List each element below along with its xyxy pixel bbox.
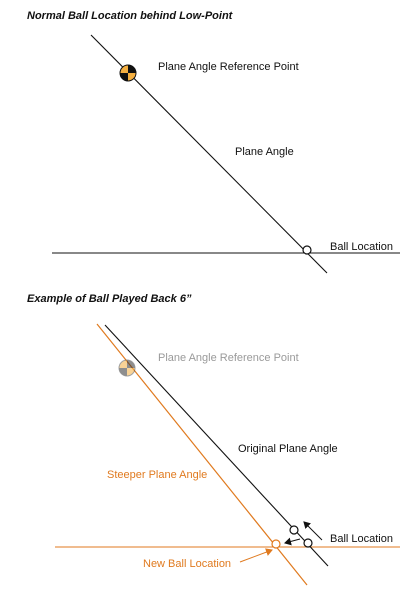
section2-reference-label: Plane Angle Reference Point [158, 352, 299, 364]
section2-original-plane-line [104, 324, 329, 567]
section2-title: Example of Ball Played Back 6” [27, 293, 192, 305]
section1-ball [302, 245, 312, 255]
section2-new-ball-arrow [284, 537, 301, 546]
section2-move-arrow [303, 521, 323, 541]
section2-new-ball-pointer [239, 548, 273, 563]
section2-original-ball-marker [289, 525, 299, 535]
section1-reference-label: Plane Angle Reference Point [158, 61, 299, 73]
section1-reference-marker [119, 64, 137, 82]
section2-reference-marker [118, 359, 136, 377]
section1-ball-location-label: Ball Location [330, 241, 393, 253]
section2-original-plane-label: Original Plane Angle [238, 443, 338, 455]
section2-new-ball-label: New Ball Location [143, 558, 231, 570]
section1-title: Normal Ball Location behind Low-Point [27, 10, 234, 22]
section2-ball-location-label: Ball Location [330, 533, 393, 545]
section1-plane-angle-label: Plane Angle [235, 146, 294, 158]
section2-new-ball [271, 539, 281, 549]
section2-steeper-plane-label: Steeper Plane Angle [107, 469, 207, 481]
section2-ball [303, 538, 313, 548]
